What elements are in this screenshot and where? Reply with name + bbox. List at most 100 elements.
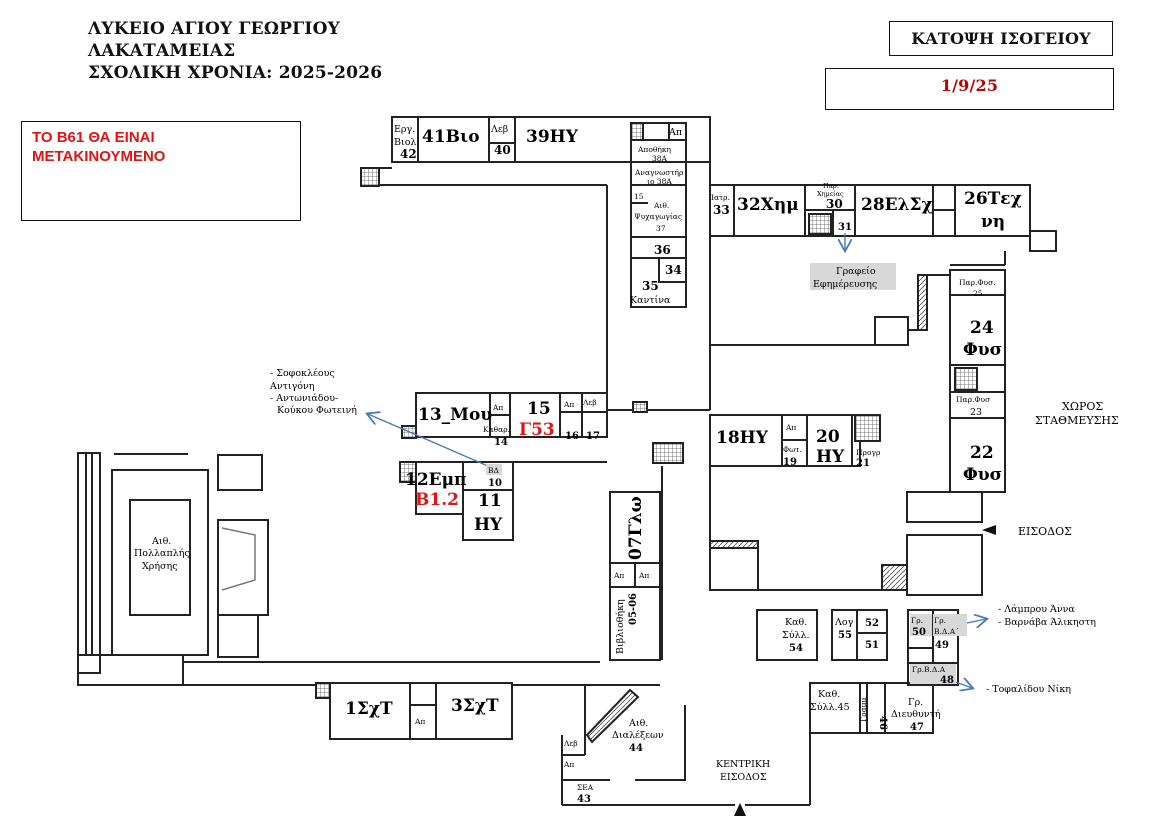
left-person-1a: - Σοφοκλέους <box>270 368 335 379</box>
room-45-l2: Σύλλ.45 <box>810 702 850 713</box>
library-block <box>609 491 661 661</box>
hall-l3: Χρήσης <box>142 561 178 572</box>
notice-box: ΤΟ Β61 ΘΑ ΕΙΝΑΙ ΜΕΤΑΚΙΝΟΥΜΕΝΟ <box>21 121 301 221</box>
room-20-l1: 20 <box>816 427 840 447</box>
room-15-l2: Γ53 <box>519 420 555 440</box>
school-year: ΣΧΟΛΙΚΗ ΧΡΟΝΙΑ: 2025-2026 <box>88 63 383 83</box>
room-16: 16 <box>565 431 579 442</box>
staff-annotations: - Σοφοκλέους Αντιγόνη - Αντωνιάδου- Κούκ… <box>269 368 1096 695</box>
school-district: ΛΑΚΑΤΑΜΕΙΑΣ <box>88 41 236 61</box>
main-entrance-l2: ΕΙΣΟΔΟΣ <box>720 772 767 783</box>
room-50-l1: Γρ. <box>911 616 923 625</box>
entrance-marker <box>982 525 996 535</box>
room-41: 41Βιο <box>422 127 480 147</box>
room-33-l2: 33 <box>713 203 730 217</box>
plan-date: 1/9/25 <box>940 76 999 95</box>
parking-l1: ΧΩΡΟΣ <box>1062 400 1103 413</box>
room-21-l2: 21 <box>856 458 870 469</box>
room-37-l3: 37 <box>656 224 666 233</box>
room-54-l3: 54 <box>789 643 803 654</box>
room-12-l1: 12Εμπ <box>405 470 467 490</box>
left-person-2a: - Αντωνιάδου- <box>270 393 338 404</box>
room-15-l1: 15 <box>527 399 551 419</box>
room-43-l1: ΣΕΑ <box>577 783 594 792</box>
room-49-l3: 49 <box>935 640 949 651</box>
room-47-l3: 47 <box>910 722 924 733</box>
room-24-l2: Φυσ <box>963 340 1002 360</box>
room-15b: 15 <box>634 192 644 201</box>
room-18: 18ΗΥ <box>716 428 769 448</box>
room-17: 17 <box>586 431 600 442</box>
room-19-l1: Φωτ. <box>783 445 802 454</box>
room-11-l1: 11 <box>478 491 502 511</box>
hall-l2: Πολλαπλής <box>134 548 190 559</box>
right-person-3: - Τοφαλίδου Νίκη <box>986 684 1071 695</box>
rooms-12-10-11 <box>415 461 514 541</box>
room-labels: Εργ. Βιολ 42 41Βιο Λεβ 40 39ΗΥ Απ Αποθήκ… <box>134 124 1119 805</box>
room-39: 39ΗΥ <box>526 127 579 147</box>
duty-office-l2: Εφημέρευσης <box>813 279 877 290</box>
date-box: 1/9/25 <box>825 68 1114 110</box>
room-45-l1: Καθ. <box>818 689 840 700</box>
room-48-l1: Γρ.Β.Δ.Α <box>912 665 946 674</box>
room-23-l1: Παρ.Φυσ <box>956 395 990 404</box>
room-44-l2: Διαλέξεων <box>612 730 664 741</box>
room-22-l2: Φυσ <box>963 465 1002 485</box>
room-14-ap: Απ <box>492 403 503 412</box>
room-12-l2: Β1.2 <box>415 490 459 510</box>
room-37-l2: Ψυχαγωγίας <box>634 212 682 221</box>
right-person-2: - Βαρνάβα Άλικηστη <box>998 617 1096 628</box>
room-44-l3: 44 <box>629 743 643 754</box>
room-28: 28ΕλΣχ <box>861 195 933 215</box>
room-ap-south: Απ <box>414 717 425 726</box>
room-16-ap: Απ <box>563 400 574 409</box>
room-11-l2: ΗΥ <box>474 515 503 535</box>
room-43-ap: Απ <box>563 760 574 769</box>
room-25-l2: 25 <box>973 289 983 298</box>
room-07: 07Γλω <box>626 496 646 560</box>
room-16-lev: Λεβ <box>582 398 597 407</box>
room-55-l2: 55 <box>838 630 852 641</box>
room-47-l1: Γρ. <box>908 697 923 708</box>
east-column <box>906 269 1006 596</box>
service-column <box>630 122 687 308</box>
room-49-l1: Γρ. <box>934 616 946 625</box>
room-32: 32Χημ <box>737 195 799 215</box>
main-entrance-l1: ΚΕΝΤΡΙΚΗ <box>716 759 770 770</box>
room-22-l1: 22 <box>970 443 994 463</box>
room-40-l2: 40 <box>494 143 511 157</box>
notice-line-2: ΜΕΤΑΚΙΝΟΥΜΕΝΟ <box>32 148 166 165</box>
plan-title: ΚΑΤΟΨΗ ΙΣΟΓΕΙΟΥ <box>889 21 1113 56</box>
room-30-l2: Χημείας <box>817 189 844 198</box>
room-42-l2: Βιολ <box>394 137 416 148</box>
room-14-l2: 14 <box>494 437 508 448</box>
room-24-l1: 24 <box>970 318 994 338</box>
room-37-l1: Αιθ. <box>653 201 669 210</box>
room-14-l1: Καθαρ. <box>483 425 510 434</box>
room-54-l2: Σύλλ. <box>782 630 810 641</box>
room-36: 36 <box>654 243 671 257</box>
room-46-l2: 46 <box>877 716 888 730</box>
room-35-l2: Καντίνα <box>630 295 671 306</box>
room-34: 34 <box>665 263 682 277</box>
room-38a-l1: Αποθήκη <box>637 145 672 154</box>
room-07-ap1: Απ <box>613 571 624 580</box>
room-20-l2: ΗΥ <box>816 447 845 467</box>
hall-l1: Αιθ. <box>151 536 171 547</box>
room-46-l1: Γραμμ <box>859 697 868 722</box>
room-3: 3ΣχΤ <box>451 696 499 716</box>
room-52: 52 <box>865 618 879 629</box>
room-10-l1: ΒΔ <box>488 466 500 475</box>
duty-office-l1: Γραφείο <box>836 266 876 277</box>
room-31: 31 <box>838 222 852 233</box>
room-49-l2: Β.Δ.Α΄ <box>934 627 959 636</box>
room-1: 1ΣχΤ <box>345 699 393 719</box>
room-07-ap2: Απ <box>638 571 649 580</box>
lecture-hall <box>561 683 811 816</box>
library-l2: 05-06 <box>628 593 639 625</box>
room-38a-read-l1: Αναγνωστήρ <box>634 168 684 177</box>
room-10-l2: 10 <box>488 478 502 489</box>
school-name: ΛΥΚΕΙΟ ΑΓΙΟΥ ΓΕΩΡΓΙΟΥ <box>88 19 340 39</box>
east-central-wing <box>652 414 908 660</box>
